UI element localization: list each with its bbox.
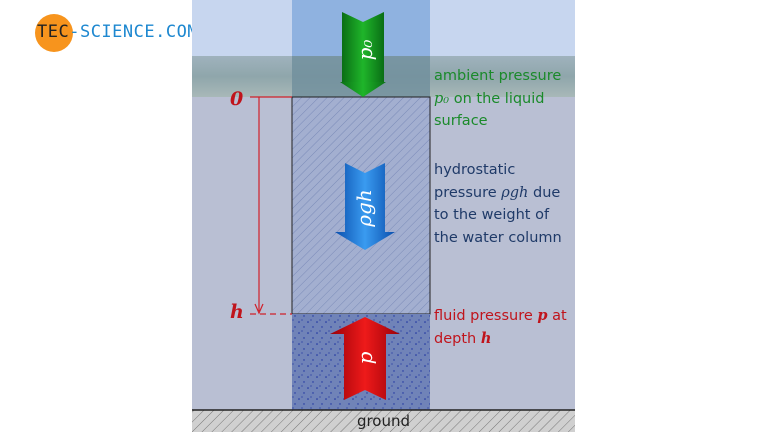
ambient-symbol: p₀ xyxy=(434,90,450,107)
ambient-arrowhead xyxy=(340,82,386,97)
fluid-text-b: at xyxy=(547,308,567,324)
hydro-line-4: the water column xyxy=(434,229,562,246)
fluid-pressure-label: fluid pressure p at depth h xyxy=(434,305,567,350)
ambient-text: on the liquid xyxy=(449,90,545,107)
logo-text-science: -SCIENCE xyxy=(69,22,156,42)
ambient-pressure-label: ambient pressure p₀ on the liquid surfac… xyxy=(434,65,561,133)
fluid-line-1: fluid pressure p at xyxy=(434,305,567,328)
ambient-line-3: surface xyxy=(434,113,488,129)
ambient-line-1: ambient pressure xyxy=(434,68,562,84)
fluid-text-c: depth xyxy=(434,330,481,347)
hydro-line-2: pressure ρgh due xyxy=(434,182,562,205)
ambient-pressure-arrow xyxy=(342,12,384,97)
logo-circle xyxy=(35,14,73,52)
tec-science-logo: TEC-SCIENCE.COM xyxy=(35,14,199,52)
fluid-arrow-label: p xyxy=(353,351,377,364)
hydrostatic-pressure-label: hydrostatic pressure ρgh due to the weig… xyxy=(434,159,562,249)
depth-h-label: h xyxy=(230,301,244,323)
fluid-text-a: fluid pressure xyxy=(434,308,538,324)
depth-zero-label: 0 xyxy=(230,88,244,110)
fluid-line-2: depth h xyxy=(434,328,567,351)
logo-text-tec: TEC xyxy=(37,22,70,42)
fluid-symbol-h: h xyxy=(480,329,492,347)
hydro-symbol: ρgh xyxy=(501,184,529,201)
hydro-text-b: due xyxy=(528,184,561,201)
hydrostatic-pressure-arrow xyxy=(335,163,395,250)
hydro-line-3: to the weight of xyxy=(434,207,550,223)
hydrostatic-arrow-label: ρgh xyxy=(352,189,376,227)
ambient-arrow-label: p₀ xyxy=(353,40,377,61)
fluid-symbol-p: p xyxy=(537,307,548,324)
ground-hatch xyxy=(192,410,575,432)
depth-arrowhead xyxy=(254,303,264,315)
fluid-pressure-arrow xyxy=(330,317,400,400)
ground-label: ground xyxy=(356,412,411,430)
logo-text-com: .COM xyxy=(155,22,199,42)
hydro-line-1: hydrostatic xyxy=(434,162,516,178)
ambient-line-2: p₀ on the liquid xyxy=(434,88,561,111)
hydro-text-a: pressure xyxy=(434,184,502,201)
